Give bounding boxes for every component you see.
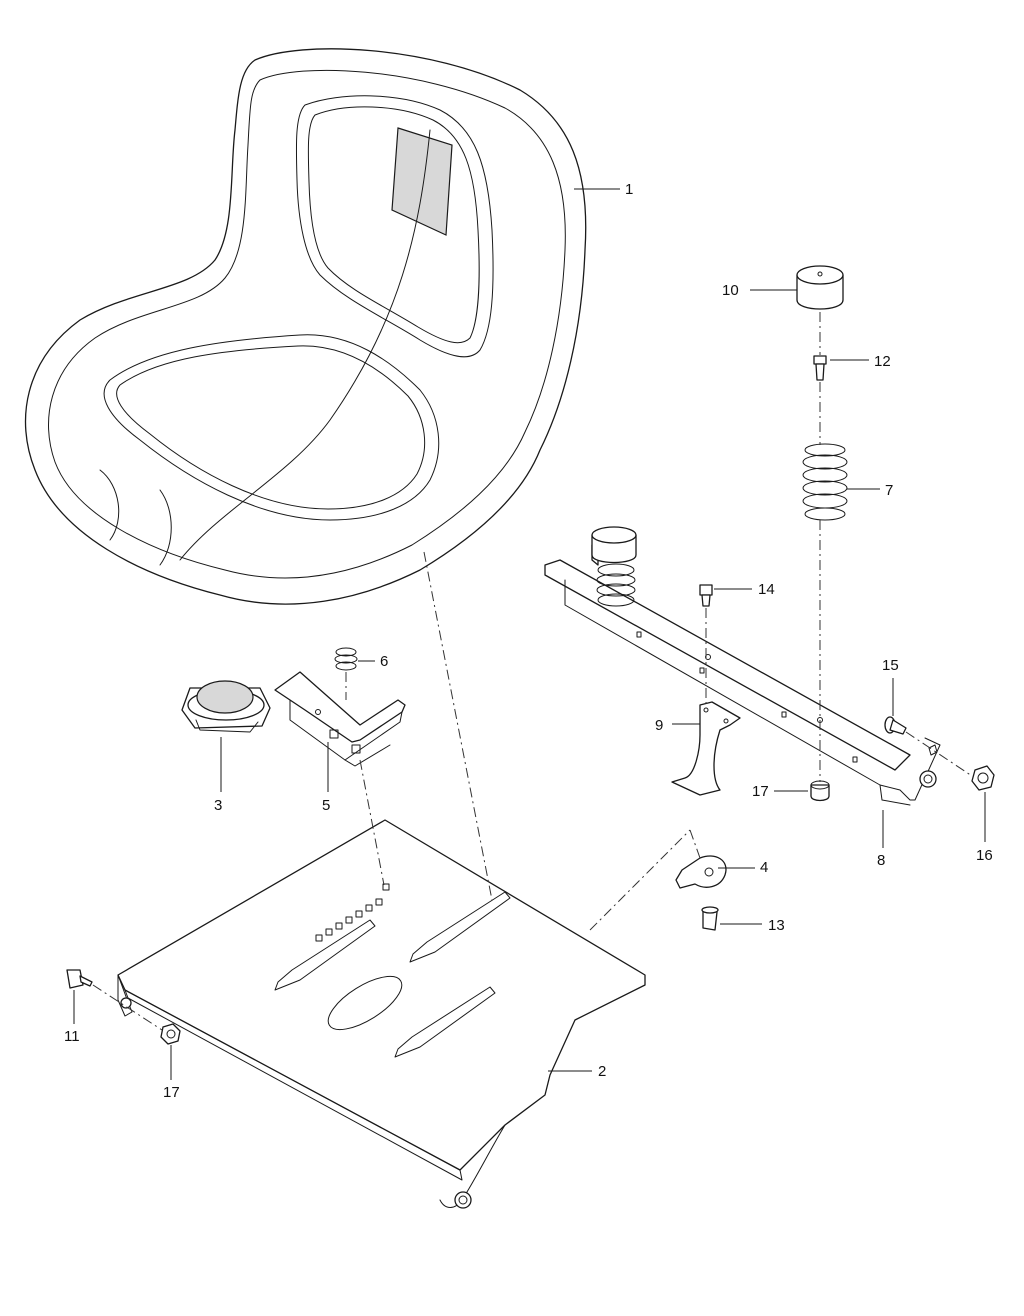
assembly-lines: [92, 312, 973, 1031]
plate-slots: [274, 891, 511, 1058]
small-spring-part: [334, 647, 358, 671]
plate-adjust-holes: [315, 883, 390, 942]
nut-17-right-part: [810, 780, 830, 802]
seat-plate-part: [117, 819, 646, 1209]
callout-4: 4: [760, 859, 768, 876]
pin-part: [884, 716, 907, 735]
seat-switch-part: [181, 680, 271, 733]
stop-washer-part: [675, 855, 727, 889]
frame-spring-assembly: [591, 526, 637, 607]
nut-16-part: [971, 765, 995, 791]
callout-9: 9: [655, 717, 663, 734]
frame-nut: [919, 770, 937, 788]
callout-8: 8: [877, 852, 885, 869]
plate-pivot-left: [120, 997, 132, 1009]
callout-15: 15: [882, 657, 899, 674]
bracket-part: [671, 701, 741, 796]
callout-14: 14: [758, 581, 775, 598]
screw-13-part: [701, 906, 719, 931]
callout-11: 11: [64, 1028, 80, 1045]
callout-13: 13: [768, 917, 785, 934]
nut-17-left-part: [160, 1023, 181, 1045]
large-spring-part: [802, 443, 848, 521]
seat-frame-part: [544, 526, 941, 806]
plate-pivot-right: [454, 1191, 472, 1209]
callout-12: 12: [874, 353, 891, 370]
switch-bracket-part: [274, 671, 406, 767]
seat-part: [24, 48, 587, 605]
callout-1: 1: [625, 181, 633, 198]
callout-16: 16: [976, 847, 993, 864]
screw-12-part: [813, 355, 827, 381]
callout-7: 7: [885, 482, 893, 499]
buffer-part: [796, 265, 844, 310]
callout-17-right: 17: [752, 783, 769, 800]
callout-2: 2: [598, 1063, 606, 1080]
callout-17-left: 17: [163, 1084, 180, 1101]
callout-5: 5: [322, 797, 330, 814]
screw-14-part: [699, 584, 713, 607]
bolt-left-part: [66, 969, 93, 989]
callout-10: 10: [722, 282, 739, 299]
callout-3: 3: [214, 797, 222, 814]
callout-6: 6: [380, 653, 388, 670]
